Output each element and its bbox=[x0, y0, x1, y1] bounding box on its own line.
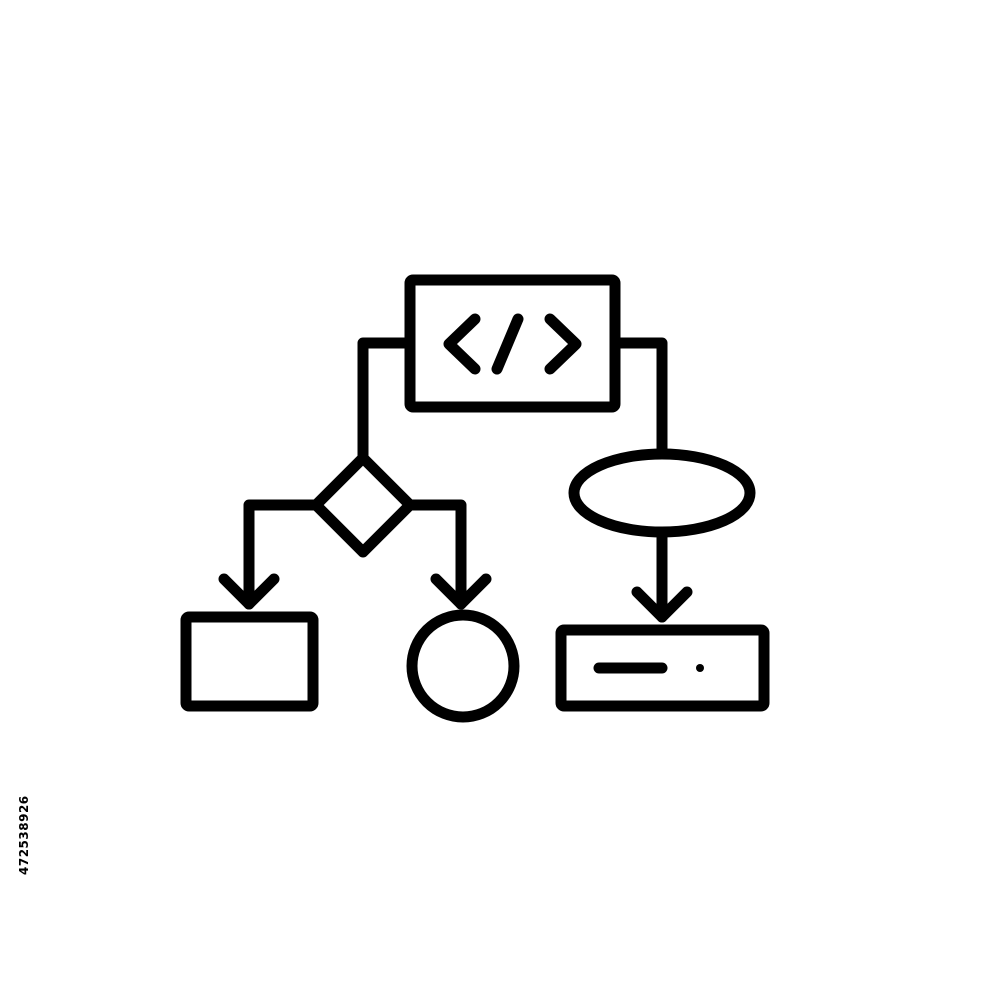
circle-terminal-icon bbox=[406, 609, 520, 723]
slash-mark bbox=[491, 313, 524, 375]
right-angle-bracket bbox=[544, 313, 582, 375]
left-angle-bracket bbox=[443, 313, 481, 375]
code-box bbox=[404, 274, 621, 413]
stock-id-label: 472538926 bbox=[17, 795, 31, 875]
arrowhead-to-process bbox=[218, 573, 280, 610]
connector-code-to-decision bbox=[357, 337, 416, 461]
server-drive-frame bbox=[555, 624, 770, 712]
server-drive-icon bbox=[555, 624, 770, 712]
connector-decision-to-terminal bbox=[404, 499, 467, 610]
diamond-decision-icon bbox=[310, 452, 416, 558]
rectangle-process-icon bbox=[180, 611, 319, 712]
connector-code-to-ellipse bbox=[609, 337, 668, 460]
arrowhead-to-terminal bbox=[430, 573, 492, 610]
server-indicator-dot bbox=[696, 664, 704, 672]
connector-decision-to-process bbox=[243, 499, 322, 610]
arrowhead-to-storage bbox=[631, 586, 693, 623]
code-brackets-icon bbox=[443, 313, 582, 375]
ellipse-node-icon bbox=[568, 448, 756, 538]
